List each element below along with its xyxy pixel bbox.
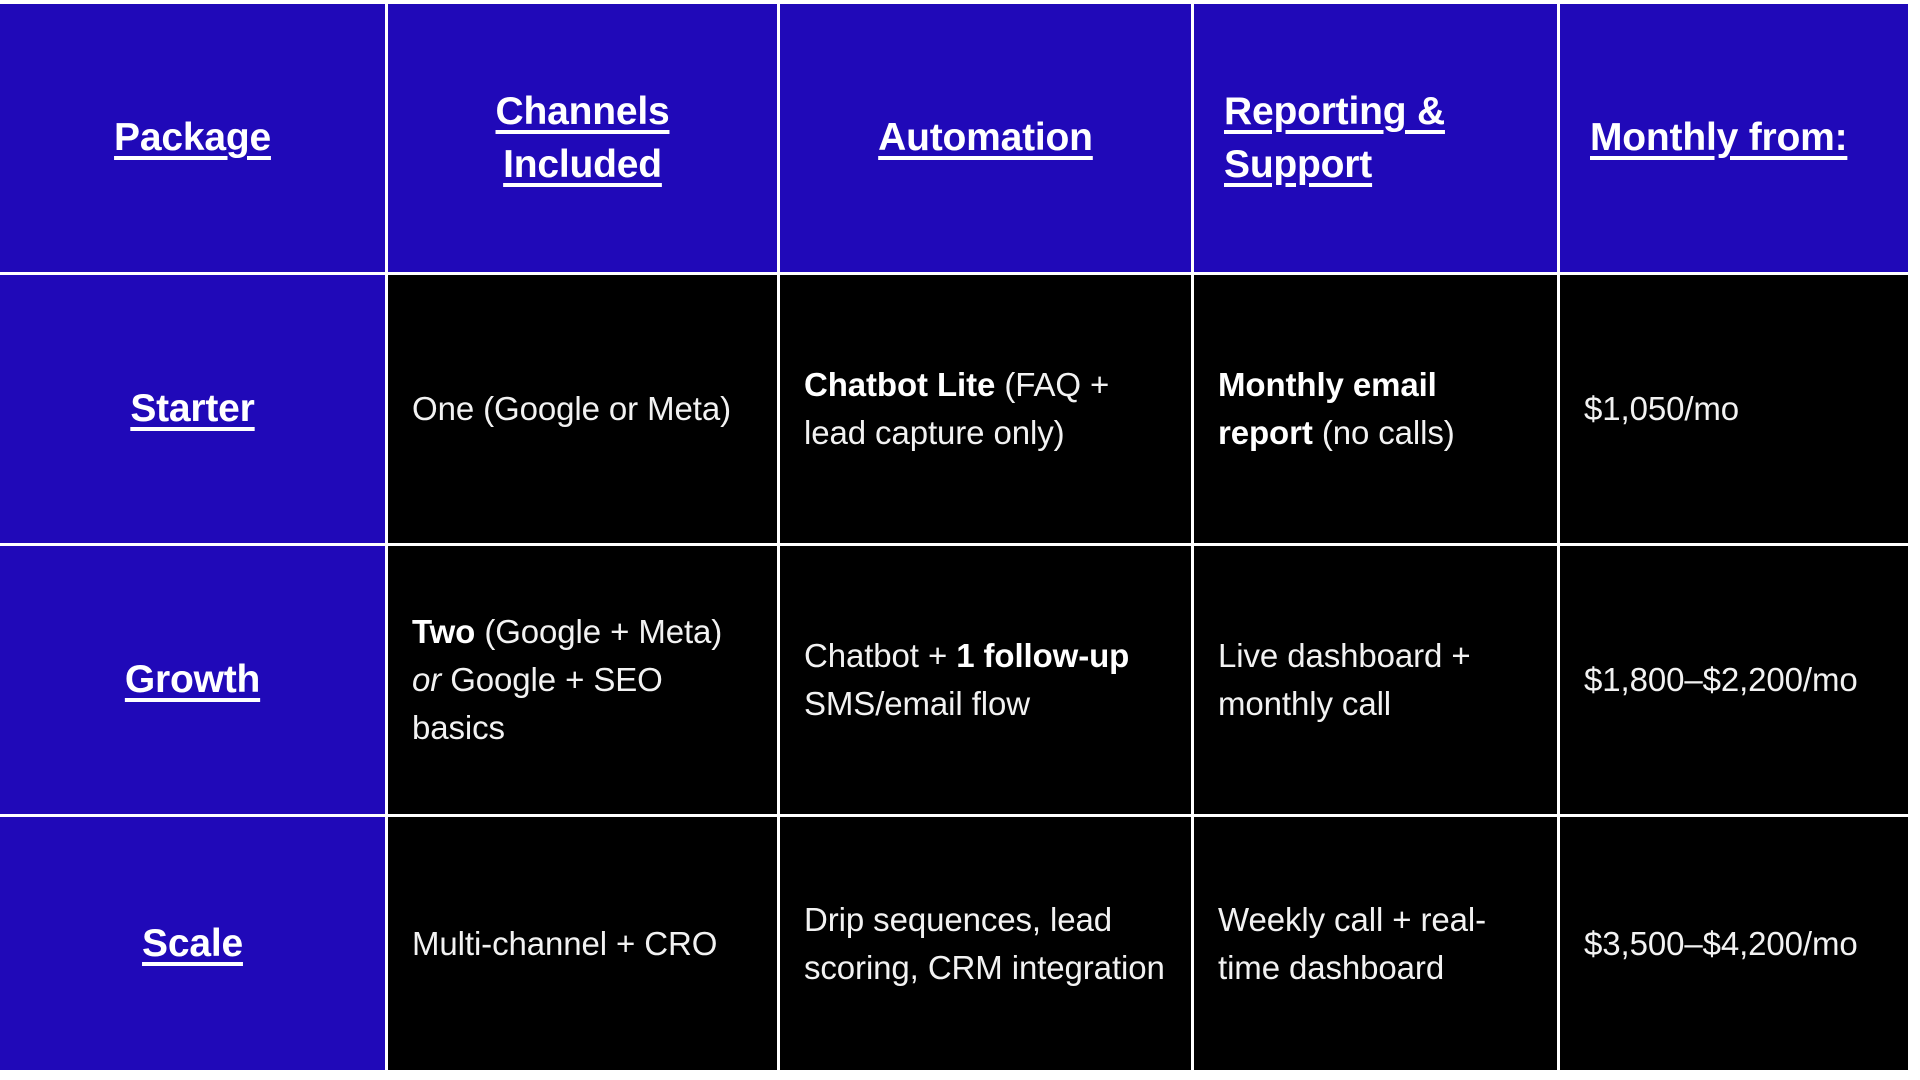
text-plain: Multi-channel + CRO: [412, 924, 718, 962]
channels-cell-starter: One (Google or Meta): [388, 275, 780, 546]
table-row-scale: Scale Multi-channel + CRO Drip sequences…: [0, 817, 1908, 1070]
text-plain: (FAQ + lead capture only): [804, 366, 1110, 451]
header-cell-package: Package: [0, 4, 388, 275]
package-cell-scale: Scale: [0, 817, 388, 1070]
header-cell-reporting: Reporting & Support: [1194, 4, 1560, 275]
text-plain: Chatbot +: [804, 637, 957, 675]
channels-text-starter: One (Google or Meta): [388, 385, 777, 433]
text-plain: Weekly call + real-time dashboard: [1218, 900, 1486, 986]
text-plain: (Google + Meta): [475, 613, 723, 651]
header-label-package: Package: [114, 116, 271, 160]
reporting-cell-scale: Weekly call + real-time dashboard: [1194, 817, 1560, 1070]
price-text-scale: $3,500–$4,200/mo: [1584, 924, 1858, 962]
text-bold: Chatbot Lite: [804, 366, 996, 404]
header-cell-automation: Automation: [780, 4, 1194, 275]
package-cell-growth: Growth: [0, 546, 388, 817]
text-plain: (no calls): [1312, 414, 1455, 451]
automation-text-scale: Drip sequences, lead scoring, CRM integr…: [780, 896, 1191, 992]
price-text-growth: $1,800–$2,200/mo: [1584, 661, 1858, 699]
text-plain-2: SMS/email flow: [804, 685, 1030, 722]
price-text-starter: $1,050/mo: [1584, 390, 1740, 428]
channels-text-scale: Multi-channel + CRO: [388, 920, 777, 968]
table-row-growth: Growth Two (Google + Meta) or Google + S…: [0, 546, 1908, 817]
price-cell-starter: $1,050/mo: [1560, 275, 1908, 546]
channels-cell-growth: Two (Google + Meta) or Google + SEO basi…: [388, 546, 780, 817]
header-label-channels-line2: Included: [503, 143, 662, 186]
price-cell-scale: $3,500–$4,200/mo: [1560, 817, 1908, 1070]
header-cell-channels: Channels Included: [388, 4, 780, 275]
automation-cell-growth: Chatbot + 1 follow-up SMS/email flow: [780, 546, 1194, 817]
package-cell-starter: Starter: [0, 275, 388, 546]
header-label-price: Monthly from:: [1590, 116, 1848, 160]
header-label-channels: Channels Included: [388, 85, 777, 191]
reporting-cell-growth: Live dashboard + monthly call: [1194, 546, 1560, 817]
table-header-row: Package Channels Included Automation Rep…: [0, 4, 1908, 275]
table-row-starter: Starter One (Google or Meta) Chatbot Lit…: [0, 275, 1908, 546]
header-label-reporting-line1: Reporting &: [1224, 89, 1445, 133]
text-plain: One (Google or Meta): [412, 390, 731, 428]
text-plain-2: Google + SEO basics: [412, 661, 663, 746]
automation-cell-starter: Chatbot Lite (FAQ + lead capture only): [780, 275, 1194, 546]
package-label-scale: Scale: [142, 921, 243, 965]
automation-text-starter: Chatbot Lite (FAQ + lead capture only): [780, 361, 1191, 457]
text-bold: Two: [412, 613, 476, 651]
header-label-reporting: Reporting & Support: [1194, 85, 1557, 191]
reporting-text-growth: Live dashboard + monthly call: [1194, 632, 1557, 728]
reporting-text-scale: Weekly call + real-time dashboard: [1194, 896, 1557, 992]
text-plain: Live dashboard + monthly call: [1218, 637, 1471, 722]
channels-text-growth: Two (Google + Meta) or Google + SEO basi…: [388, 608, 777, 752]
header-label-channels-line1: Channels: [495, 89, 670, 133]
package-label-starter: Starter: [130, 387, 255, 430]
reporting-text-starter: Monthly email report (no calls): [1194, 361, 1557, 457]
channels-cell-scale: Multi-channel + CRO: [388, 817, 780, 1070]
header-label-automation: Automation: [878, 116, 1093, 160]
automation-cell-scale: Drip sequences, lead scoring, CRM integr…: [780, 817, 1194, 1070]
text-bold: 1 follow-up: [956, 637, 1130, 675]
text-bold: Monthly email report: [1218, 366, 1437, 451]
text-plain: Drip sequences, lead scoring, CRM integr…: [804, 900, 1165, 986]
pricing-comparison-table: Package Channels Included Automation Rep…: [0, 4, 1908, 1070]
reporting-cell-starter: Monthly email report (no calls): [1194, 275, 1560, 546]
text-italic: or: [412, 661, 442, 699]
price-cell-growth: $1,800–$2,200/mo: [1560, 546, 1908, 817]
header-label-reporting-line2: Support: [1224, 143, 1373, 186]
package-label-growth: Growth: [124, 658, 261, 701]
header-cell-price: Monthly from:: [1560, 4, 1908, 275]
automation-text-growth: Chatbot + 1 follow-up SMS/email flow: [780, 632, 1191, 728]
